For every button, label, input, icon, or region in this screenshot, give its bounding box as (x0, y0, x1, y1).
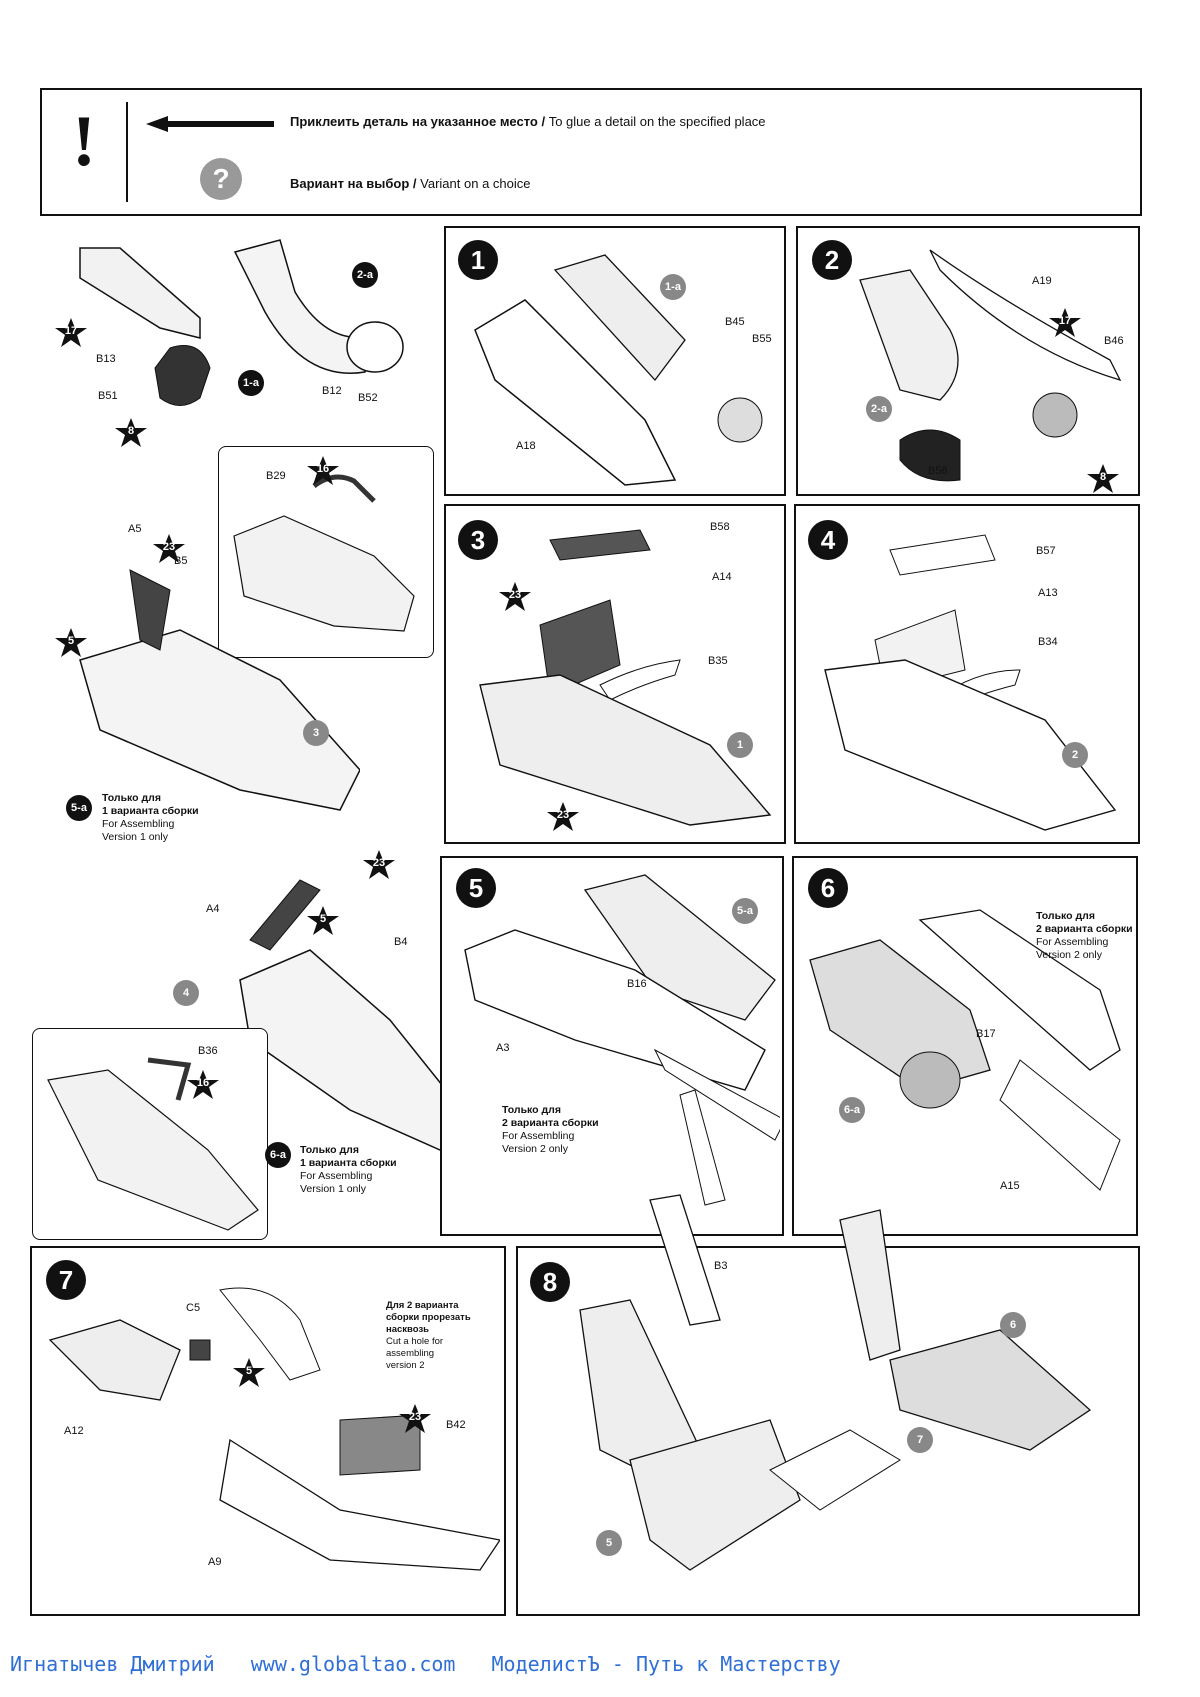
subassembly-ref: 2 (1062, 742, 1088, 768)
subassembly-ref: 6 (1000, 1312, 1026, 1338)
paint-code-star: 16 (306, 456, 340, 486)
step-7-drawing (48, 1287, 500, 1571)
paint-code-star: 5 (54, 628, 88, 658)
paint-code-star: 17 (54, 318, 88, 348)
subassembly-ref: 6-a (839, 1097, 865, 1123)
step-2-drawing (859, 249, 1122, 482)
part-label: B57 (1036, 545, 1056, 557)
part-label: B52 (358, 392, 378, 404)
subassembly-ref: 3 (303, 720, 329, 746)
paint-code-star: 8 (1086, 464, 1120, 494)
step-number: 3 (458, 520, 498, 560)
part-label: B35 (708, 655, 728, 667)
author-name: Игнатычев Дмитрий (10, 1652, 215, 1676)
part-label: B17 (976, 1028, 996, 1040)
variant-icon: ? (200, 158, 242, 200)
part-label: B46 (1104, 335, 1124, 347)
legend-variant-text: Вариант на выбор / Variant on a choice (290, 176, 531, 191)
part-label: B13 (96, 353, 116, 365)
legend-divider (126, 102, 128, 202)
paint-code-star: 23 (546, 802, 580, 832)
paint-code-star: 16 (186, 1070, 220, 1100)
subassembly-ref: 5 (596, 1530, 622, 1556)
subassembly-ref: 4 (173, 980, 199, 1006)
step-number: 4 (808, 520, 848, 560)
detail-5a-drawing (233, 474, 415, 632)
glue-arrow-icon (146, 116, 274, 132)
step-1-drawing (474, 254, 763, 486)
part-label: A13 (1038, 587, 1058, 599)
website-link[interactable]: www.globaltao.com (250, 1652, 456, 1676)
part-label: A9 (208, 1556, 222, 1568)
option-tag: 6-a (265, 1142, 291, 1168)
paint-code-star: 23 (398, 1404, 432, 1434)
step-5-drawing (464, 874, 780, 1206)
paint-code-star: 23 (362, 850, 396, 880)
part-label: B34 (1038, 636, 1058, 648)
paint-code-star: 23 (152, 534, 186, 564)
step-6-drawing (809, 909, 1121, 1191)
step-number: 5 (456, 868, 496, 908)
step-number: 7 (46, 1260, 86, 1300)
footer-credits: Игнатычев Дмитрий www.globaltao.com Моде… (10, 1652, 1190, 1676)
paint-code-star: 23 (498, 582, 532, 612)
part-label: B3 (714, 1260, 728, 1272)
part-label: A3 (496, 1042, 510, 1054)
subassembly-ref: 5-a (732, 898, 758, 924)
part-label: A19 (1032, 275, 1052, 287)
step-4-drawing (824, 534, 1117, 831)
paint-code-star: 5 (306, 906, 340, 936)
detail-6a-drawing (47, 1057, 259, 1231)
step-number: 2 (812, 240, 852, 280)
part-label: B45 (725, 316, 745, 328)
part-label: A4 (206, 903, 220, 915)
part-label: A15 (1000, 1180, 1020, 1192)
part-label: B55 (752, 333, 772, 345)
subassembly-ref: 2-a (352, 262, 378, 288)
part-label: C5 (186, 1302, 201, 1314)
subassembly-2a-drawing (233, 239, 404, 374)
subassembly-ref: 1-a (238, 370, 264, 396)
part-label: A5 (128, 523, 142, 535)
part-label: B29 (266, 470, 286, 482)
motto: МоделистЪ - Путь к Мастерству (491, 1652, 841, 1676)
legend-box: ! ? Приклеить деталь на указанное место … (40, 88, 1142, 216)
part-label: A14 (712, 571, 732, 583)
step-number: 8 (530, 1262, 570, 1302)
part-label: B12 (322, 385, 342, 397)
paint-code-star: 8 (114, 418, 148, 448)
subassembly-ref: 2-a (866, 396, 892, 422)
fuselage-5a-drawing (79, 569, 360, 811)
step-8-drawing (579, 1194, 1092, 1571)
subassembly-ref: 1 (727, 732, 753, 758)
subassembly-ref: 7 (907, 1427, 933, 1453)
paint-code-star: 5 (232, 1358, 266, 1388)
part-label: B42 (446, 1419, 466, 1431)
legend-glue-text: Приклеить деталь на указанное место / To… (290, 114, 766, 129)
part-label: B5 (174, 555, 188, 567)
subassembly-ref: 1-a (660, 274, 686, 300)
subassembly-1a-drawing (79, 247, 211, 406)
part-label: A18 (516, 440, 536, 452)
part-label: B58 (710, 521, 730, 533)
part-label: A12 (64, 1425, 84, 1437)
part-label: B51 (98, 390, 118, 402)
part-label: B16 (627, 978, 647, 990)
step-3-drawing (479, 529, 772, 826)
paint-code-star: 17 (1048, 308, 1082, 338)
option-tag: 5-a (66, 795, 92, 821)
part-label: B36 (198, 1045, 218, 1057)
part-label: B56 (928, 465, 948, 477)
step-number: 1 (458, 240, 498, 280)
glue-symbol: ! (72, 101, 96, 181)
step-number: 6 (808, 868, 848, 908)
part-label: B4 (394, 936, 408, 948)
